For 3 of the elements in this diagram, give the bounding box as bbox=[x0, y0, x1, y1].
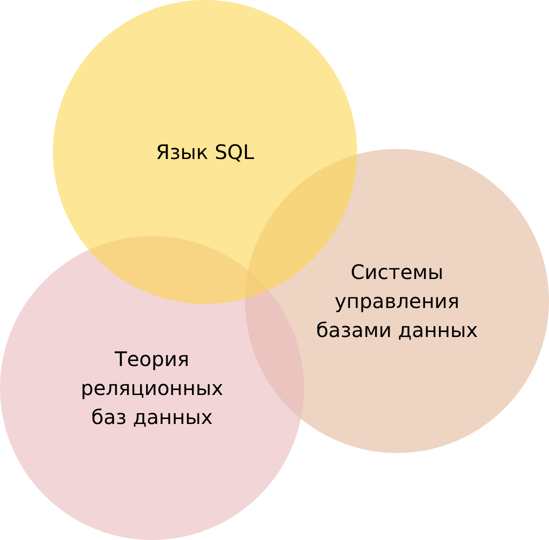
circle-label: Системы управления базами данных bbox=[315, 258, 479, 344]
circle-label: Язык SQL bbox=[156, 138, 254, 166]
circle-label: Теория реляционных баз данных bbox=[80, 346, 224, 430]
